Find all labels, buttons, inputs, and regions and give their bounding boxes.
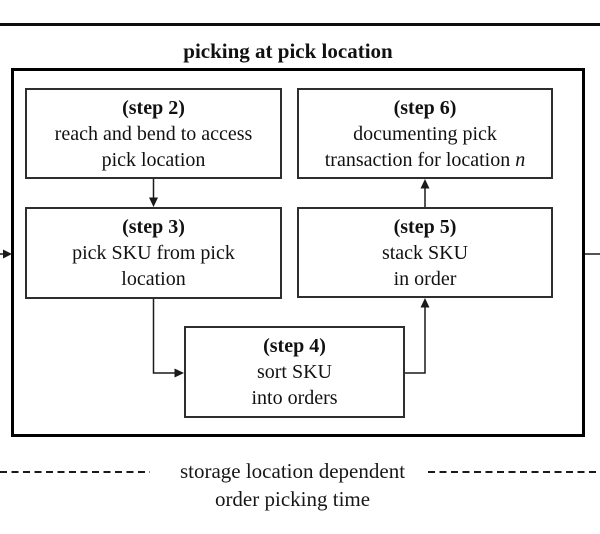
diagram-title: picking at pick location — [183, 39, 393, 63]
step6-text-line1: documenting pick — [353, 122, 497, 145]
step4-text-line1: sort SKU — [256, 361, 332, 383]
step3-label: (step 3) — [122, 216, 185, 238]
step4-box: (step 4) sort SKU into orders — [184, 326, 405, 418]
step3-box: (step 3) pick SKU from pick location — [25, 207, 282, 299]
flow-in-arrowhead-icon — [3, 249, 12, 259]
step2-text-line2: pick location — [101, 148, 206, 171]
caption-line1: storage location dependent — [179, 459, 406, 483]
arrow-step2-to-step3-head-icon — [149, 197, 158, 207]
top-boundary-line — [0, 23, 600, 26]
caption-line2: order picking time — [214, 487, 371, 511]
step5-text-line1: stack SKU — [381, 241, 469, 264]
step5-text-line2: in order — [393, 267, 457, 290]
arrow-step4-to-step5-head-icon — [420, 298, 430, 308]
arrow-step5-to-step6-head-icon — [420, 179, 430, 189]
step5-label: (step 5) — [393, 215, 457, 238]
step3-text-line1: pick SKU from pick — [72, 242, 235, 264]
bottom-caption: storage location dependent order picking… — [150, 457, 435, 513]
step6-location-variable: n — [515, 148, 526, 171]
step6-text-line2-prefix: transaction for location — [324, 148, 511, 171]
step5-box: (step 5) stack SKU in order — [297, 207, 553, 298]
step2-text-line1: reach and bend to access — [54, 122, 253, 145]
arrow-step3-to-step4-line — [152, 299, 176, 374]
step4-label: (step 4) — [263, 335, 326, 357]
arrow-step3-to-step4-head-icon — [174, 368, 184, 378]
step4-text-line2: into orders — [251, 387, 338, 409]
picking-process-container — [11, 68, 585, 437]
step6-box: (step 6) documenting pick transaction fo… — [297, 88, 553, 179]
step2-label: (step 2) — [122, 96, 185, 119]
step2-box: (step 2) reach and bend to access pick l… — [25, 88, 282, 179]
step3-text-line2: location — [121, 268, 186, 290]
step6-text-line2: transaction for location n — [325, 147, 526, 173]
arrow-step4-to-step5-line — [405, 307, 426, 374]
step6-label: (step 6) — [393, 96, 457, 119]
